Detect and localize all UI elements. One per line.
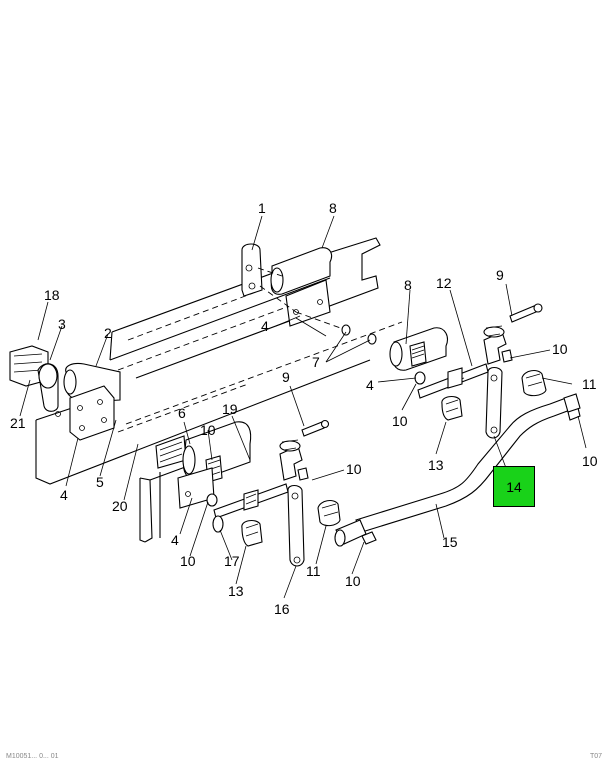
callout-5-left: 5 xyxy=(96,474,104,490)
highlighted-callout-label: 14 xyxy=(506,478,522,495)
callout-4-left: 4 xyxy=(60,487,68,503)
callout-4-right: 4 xyxy=(366,377,374,393)
callout-10-far-right: 10 xyxy=(582,453,598,469)
callout-4-mid: 4 xyxy=(171,532,179,548)
callout-11-right: 11 xyxy=(582,376,597,392)
callout-1: 1 xyxy=(258,200,266,216)
callout-10-left: 10 xyxy=(180,553,196,569)
left-cylinder-assembly xyxy=(155,421,289,533)
callout-20: 20 xyxy=(112,498,128,514)
callout-4-upper: 4 xyxy=(261,318,269,334)
callout-10-right: 10 xyxy=(392,413,408,429)
callout-18: 18 xyxy=(44,287,60,303)
callout-7: 7 xyxy=(312,354,320,370)
callout-16: 16 xyxy=(274,601,290,617)
callout-8-top: 8 xyxy=(329,200,337,216)
callout-9-right: 9 xyxy=(496,267,504,283)
left-steering-arm xyxy=(241,419,341,567)
leader-lines xyxy=(19,215,587,599)
callout-10-bottom: 10 xyxy=(345,573,361,589)
tie-rod xyxy=(334,393,581,547)
frame-rail-upper xyxy=(109,237,381,379)
callout-10-top-right: 10 xyxy=(552,341,568,357)
callout-5-mid: 10 xyxy=(200,422,216,438)
callout-21: 21 xyxy=(10,415,26,431)
footer-code-left: M10051... 0... 01 xyxy=(6,753,59,760)
callout-13-right: 13 xyxy=(428,457,444,473)
callout-15: 15 xyxy=(442,534,458,550)
callout-12: 12 xyxy=(436,275,452,291)
callout-10-mid: 10 xyxy=(346,461,362,477)
right-cylinder-assembly xyxy=(389,327,489,399)
callout-17: 17 xyxy=(224,553,240,569)
callout-11-left: 11 xyxy=(306,563,321,579)
callout-3: 3 xyxy=(58,316,66,332)
washers xyxy=(325,324,377,363)
left-bracket-assembly xyxy=(9,345,121,441)
footer-code-right: T07 xyxy=(589,753,602,760)
callout-labels: 1 8 21 18 3 2 4 5 20 6 19 4 10 17 13 16 … xyxy=(10,200,598,617)
upper-bracket-assembly xyxy=(241,243,347,331)
callout-9-left: 9 xyxy=(282,369,290,385)
callout-19: 19 xyxy=(222,401,238,417)
highlighted-callout-14[interactable]: 14 xyxy=(493,466,535,507)
callout-8-right: 8 xyxy=(404,277,412,293)
right-steering-arm xyxy=(441,303,581,439)
callout-13-left: 13 xyxy=(228,583,244,599)
callout-2: 2 xyxy=(104,325,112,341)
callout-6: 6 xyxy=(178,405,186,421)
